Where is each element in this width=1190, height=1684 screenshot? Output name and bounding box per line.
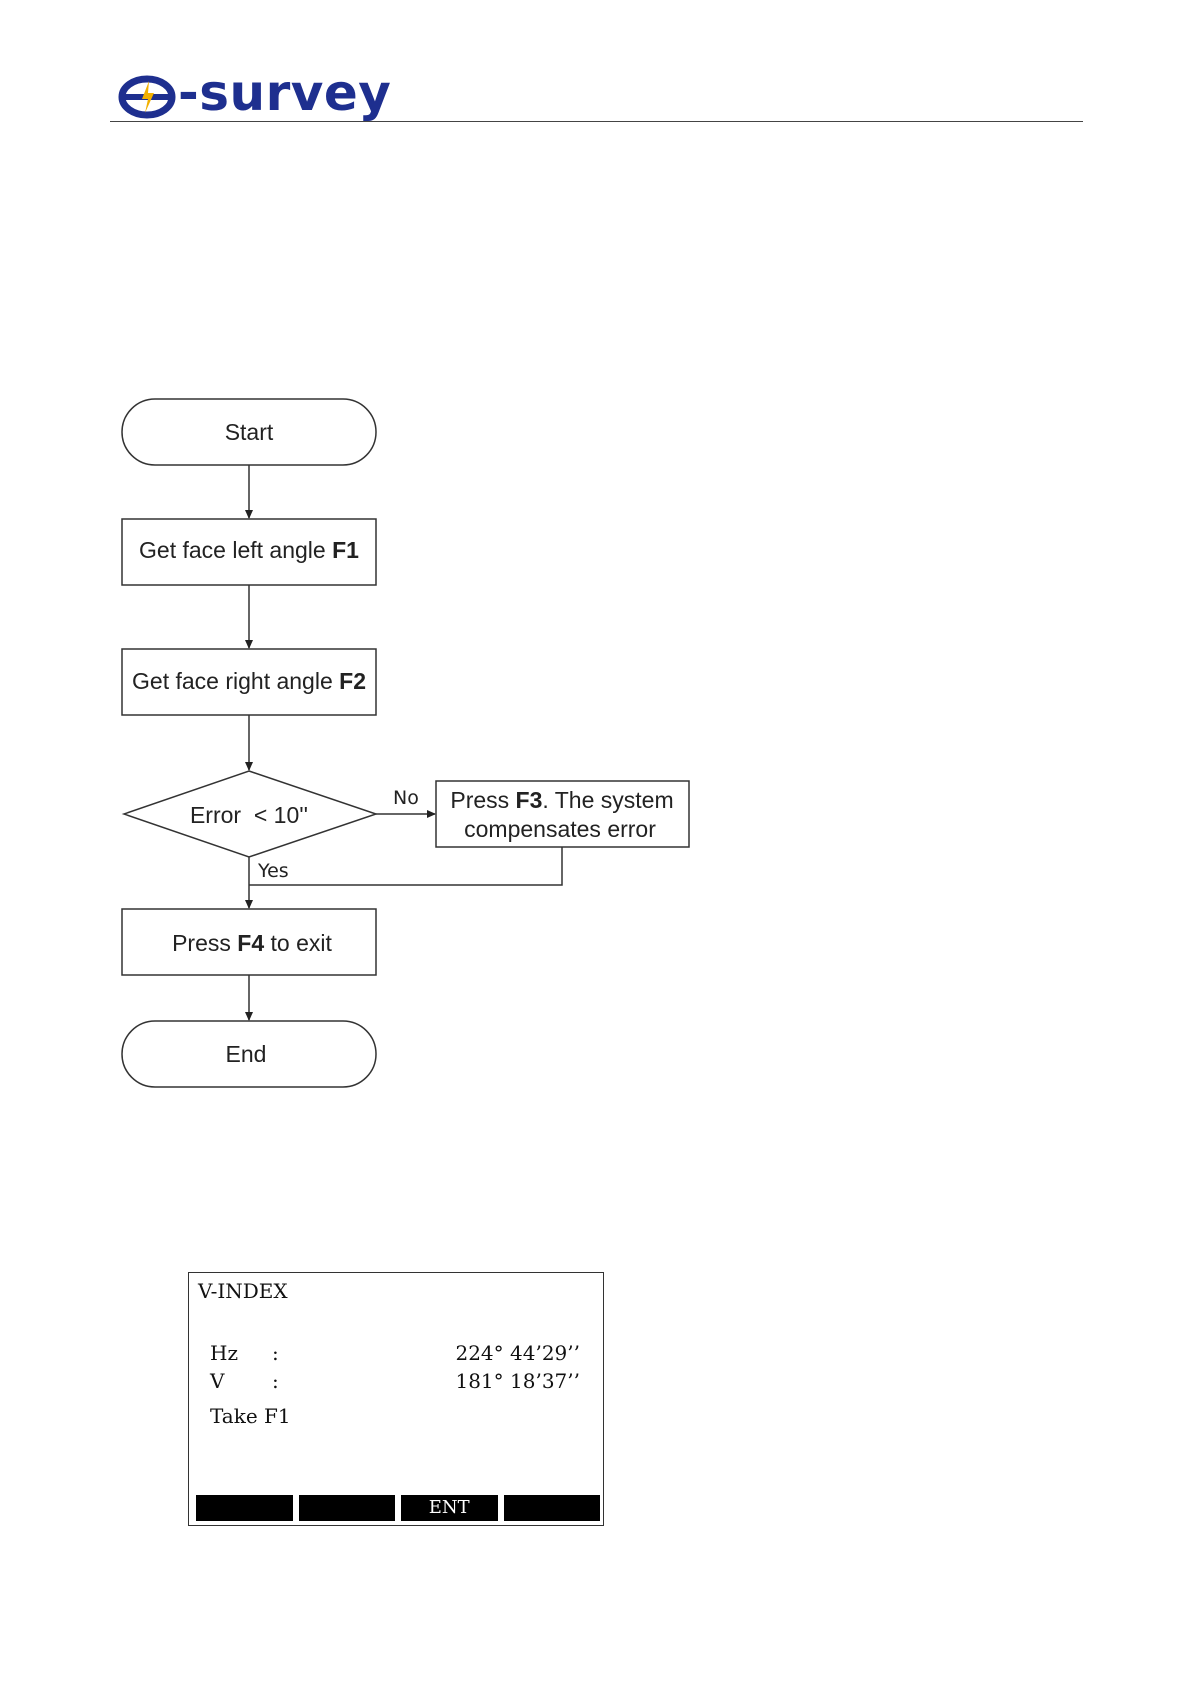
start-label: Start <box>225 419 274 445</box>
softkey-ent[interactable]: ENT <box>401 1495 498 1521</box>
v-row: V : 181° 18’37’’ <box>210 1369 580 1395</box>
hz-row: Hz : 224° 44’29’’ <box>210 1341 580 1367</box>
hz-colon: : <box>272 1341 279 1365</box>
hz-value: 224° 44’29’’ <box>455 1341 580 1365</box>
v-label: V <box>210 1369 224 1393</box>
step-compensate-label-line2: compensates error <box>464 816 656 842</box>
step-face-right-label: Get face right angle F2 <box>132 668 366 694</box>
return-line <box>249 847 562 885</box>
no-label: No <box>393 787 419 809</box>
step-compensate-label: Press F3. The system <box>450 787 673 813</box>
softkey-1[interactable] <box>196 1495 293 1521</box>
v-colon: : <box>272 1369 279 1393</box>
softkey-2[interactable] <box>299 1495 396 1521</box>
take-prompt: Take F1 <box>210 1404 291 1428</box>
end-label: End <box>226 1041 267 1067</box>
v-index-screen: V-INDEX Hz : 224° 44’29’’ V : 181° 18’37… <box>188 1272 604 1526</box>
screen-title: V-INDEX <box>198 1279 288 1303</box>
softkey-4[interactable] <box>504 1495 601 1521</box>
v-index-flowchart: Start Get face left angle F1 Get face ri… <box>0 0 1190 1150</box>
step-face-left-label: Get face left angle F1 <box>139 537 359 563</box>
yes-label: Yes <box>257 860 289 882</box>
step-exit-label: Press F4 to exit <box>172 930 332 956</box>
hz-label: Hz <box>210 1341 238 1365</box>
decision-label: Error < 10'' <box>190 802 308 828</box>
v-value: 181° 18’37’’ <box>455 1369 580 1393</box>
softkey-bar: ENT <box>196 1495 600 1521</box>
